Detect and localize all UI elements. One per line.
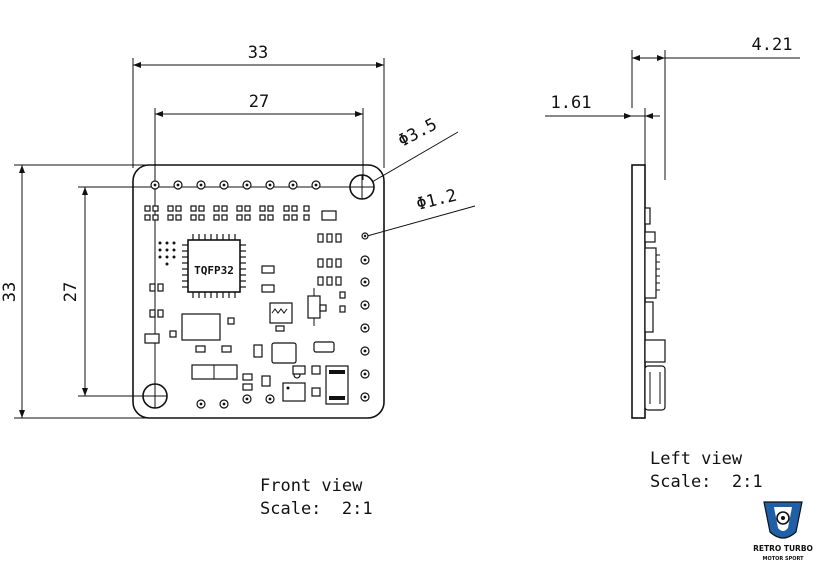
tqfp32-chip: TQFP32 <box>182 234 246 298</box>
bottom-components <box>191 364 349 405</box>
dim-board-thickness: 1.61 <box>545 93 660 168</box>
mounting-holes <box>142 174 375 409</box>
smd-row-top <box>144 205 337 221</box>
dim-outer-width-label: 33 <box>248 43 268 63</box>
smd-right-groups <box>317 233 346 313</box>
front-caption-scale: Scale: 2:1 <box>260 499 373 519</box>
side-components <box>644 207 666 411</box>
top-header-pins <box>150 180 321 190</box>
front-caption-title: Front view <box>260 476 363 496</box>
dim-inner-height-label: 27 <box>61 282 81 302</box>
dim-outer-height: 33 <box>0 164 150 419</box>
dim-total-thickness: 4.21 <box>631 35 800 180</box>
middle-components <box>195 265 335 364</box>
pcb-outline <box>132 164 385 419</box>
dim-inner-width: 27 <box>154 92 364 395</box>
front-view: 33 27 33 27 <box>0 43 476 519</box>
left-view: 4.21 1.61 Left view Scale: 2:1 <box>545 35 800 492</box>
dim-hole-small-label: Φ1.2 <box>414 186 459 215</box>
tqfp32-label: TQFP32 <box>194 264 234 277</box>
dim-outer-height-label: 33 <box>0 282 20 302</box>
brand-line-1: RETRO TURBO <box>753 544 813 553</box>
via-grid <box>158 241 176 266</box>
left-components <box>144 283 235 344</box>
dim-inner-width-label: 27 <box>249 92 269 112</box>
right-header-pins <box>360 232 370 402</box>
left-caption-scale: Scale: 2:1 <box>650 472 763 492</box>
bottom-pins <box>196 371 301 409</box>
dim-inner-height: 27 <box>61 186 358 397</box>
dim-board-thickness-label: 1.61 <box>551 93 592 113</box>
side-pcb-edge <box>631 164 646 419</box>
brand-logo: RETRO TURBO MOTOR SPORT <box>753 501 813 562</box>
dim-total-thickness-label: 4.21 <box>752 35 793 55</box>
dim-outer-width: 33 <box>132 43 385 168</box>
left-caption-title: Left view <box>650 449 743 469</box>
brand-line-2: MOTOR SPORT <box>762 556 804 562</box>
